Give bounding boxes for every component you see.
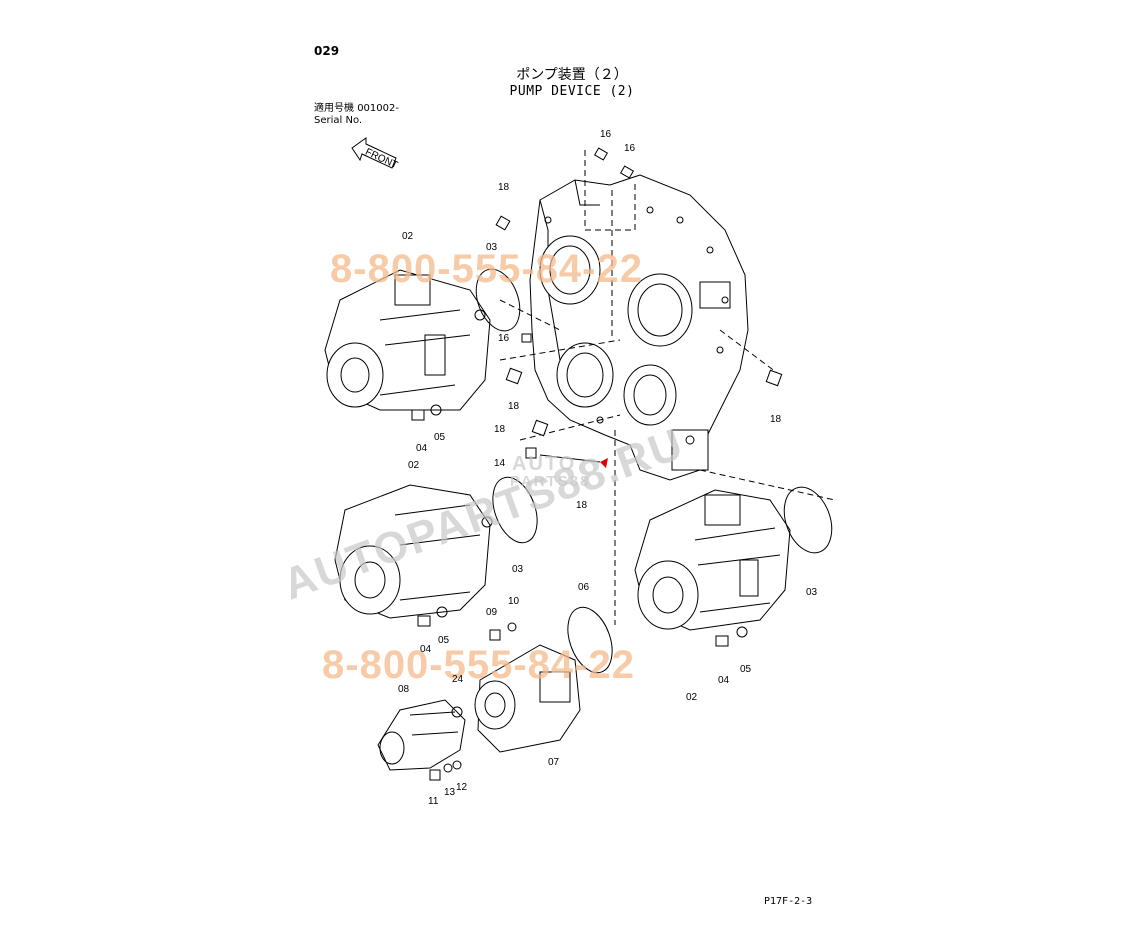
part-label: 04 [420, 644, 432, 655]
o-ring-06 [567, 606, 613, 674]
part-label: 03 [486, 242, 498, 253]
watermark-phone-bottom: 8-800-555-84-22 [322, 643, 635, 687]
o-ring-03-middle [492, 476, 538, 544]
serial-label-en: Serial No. [314, 115, 363, 126]
watermark-logo-bottom: PARTS88 [510, 473, 590, 490]
part-label: 04 [718, 675, 730, 686]
watermark-logo-top: AUTO [512, 453, 576, 475]
part-label: 13 [444, 787, 456, 798]
part-label: 05 [740, 664, 752, 675]
part-label: 18 [498, 182, 510, 193]
drawing-code: P17F-2-3 [764, 896, 813, 907]
watermark-phone-top: 8-800-555-84-22 [330, 247, 643, 291]
part-label: 09 [486, 607, 498, 618]
logo-red-mark [600, 458, 608, 468]
serial-label-jp: 適用号機 [314, 103, 354, 114]
part-label: 18 [770, 414, 782, 425]
front-arrow-icon: FRONT [351, 137, 399, 172]
fasteners [411, 147, 783, 781]
page-title-en: PUMP DEVICE (2) [509, 84, 635, 99]
part-label: 02 [402, 231, 414, 242]
part-label: 03 [806, 587, 818, 598]
part-number-callouts: 16 16 16 18 18 18 18 18 14 02 02 02 03 0… [398, 129, 818, 807]
o-ring-03-right [783, 486, 833, 554]
part-label: 12 [456, 782, 468, 793]
serial-value: 001002- [357, 103, 399, 114]
page-code: 029 [314, 44, 340, 58]
front-arrow-label: FRONT [363, 147, 399, 172]
part-label: 24 [452, 674, 464, 685]
part-label: 03 [512, 564, 524, 575]
main-pump-middle-left [334, 484, 493, 619]
gear-pump-08 [377, 699, 466, 771]
part-label: 11 [428, 796, 439, 807]
o-ring-03-upper [475, 268, 521, 332]
part-label: 04 [416, 443, 428, 454]
part-label: 18 [494, 424, 506, 435]
part-label: 16 [624, 143, 636, 154]
main-pump-upper-left [324, 269, 491, 411]
part-label: 16 [498, 333, 510, 344]
part-label: 07 [548, 757, 560, 768]
page-title-jp: ポンプ装置（２） [516, 67, 628, 83]
part-label: 05 [438, 635, 450, 646]
part-label: 02 [686, 692, 698, 703]
pump-housing [529, 174, 749, 481]
part-label: 18 [576, 500, 588, 511]
part-label: 06 [578, 582, 590, 593]
part-label: 08 [398, 684, 410, 695]
part-label: 16 [600, 129, 612, 140]
part-label: 05 [434, 432, 446, 443]
part-label: 18 [508, 401, 520, 412]
serial-info: 適用号機 001002- Serial No. [314, 103, 399, 127]
main-pump-right [634, 489, 791, 631]
pilot-pump-07 [474, 644, 581, 753]
part-label: 10 [508, 596, 520, 607]
part-label: 14 [494, 458, 506, 469]
leader-lines [499, 150, 836, 625]
part-label: 02 [408, 460, 420, 471]
